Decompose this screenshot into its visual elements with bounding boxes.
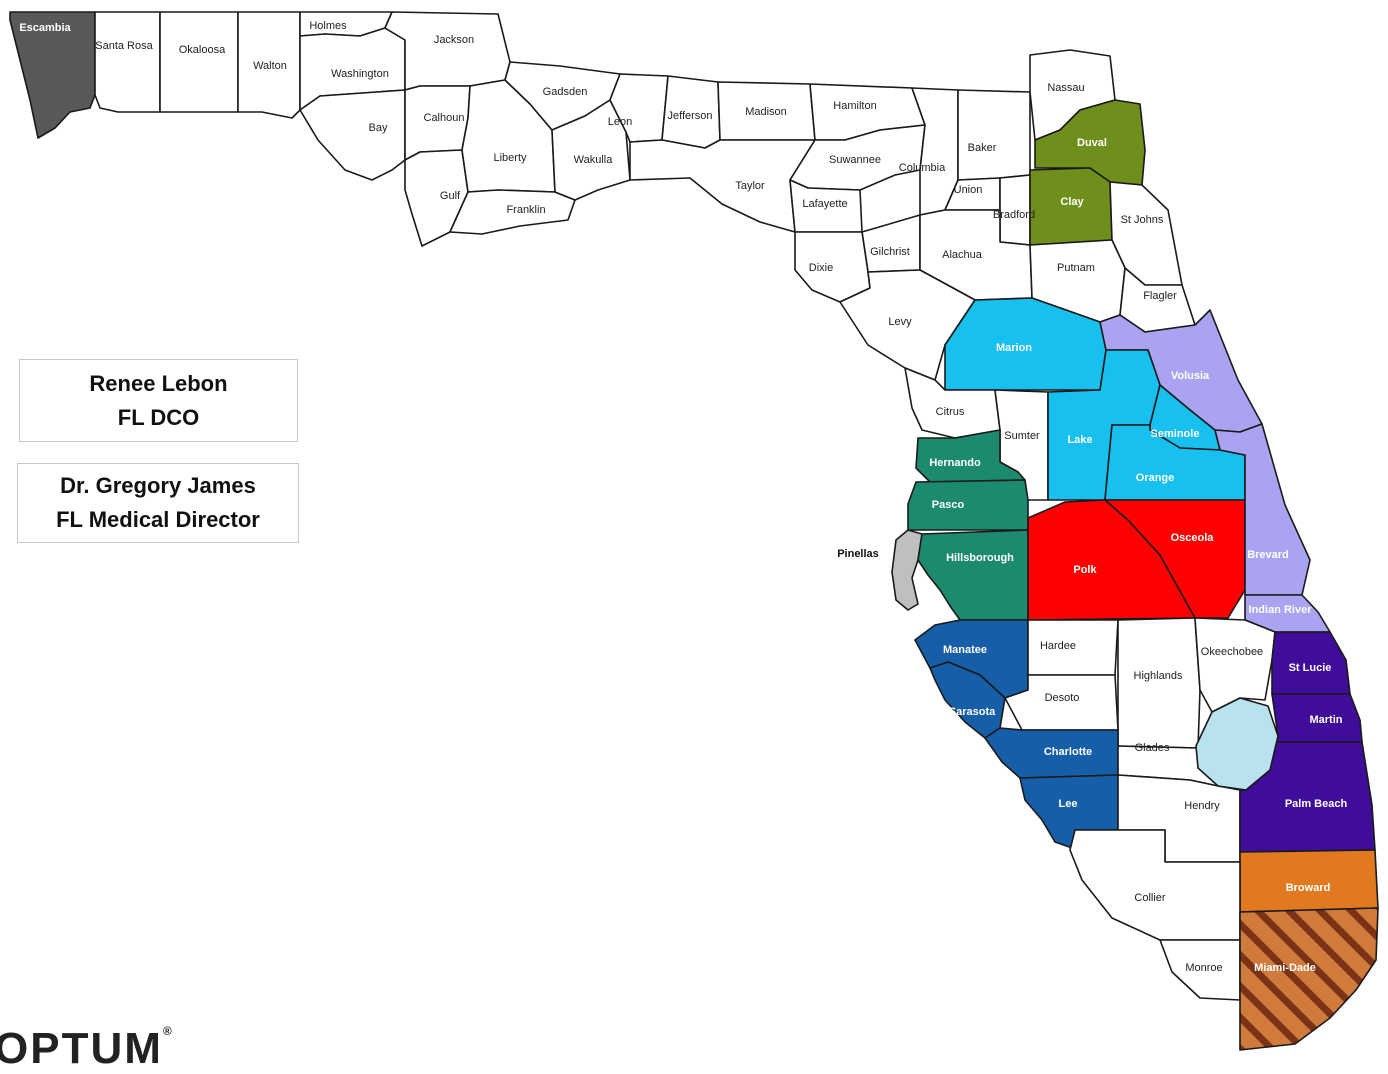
county-label-duval: Duval: [1077, 137, 1107, 149]
county-hernando: [915, 429, 1026, 483]
county-taylor: [629, 139, 816, 233]
dco-name: Renee Lebon: [89, 370, 228, 396]
county-label-franklin: Franklin: [506, 204, 545, 216]
county-bay: [299, 89, 406, 181]
county-okaloosa: [159, 11, 239, 113]
county-label-st-johns: St Johns: [1121, 214, 1164, 226]
county-label-indian-river: Indian River: [1249, 604, 1313, 616]
county-label-gilchrist: Gilchrist: [870, 246, 910, 258]
county-layer: [9, 11, 1379, 1051]
county-label-wakulla: Wakulla: [574, 154, 614, 166]
logo-text: OPTUM: [0, 1024, 163, 1073]
county-label-st-lucie: St Lucie: [1289, 662, 1332, 674]
county-label-dixie: Dixie: [809, 262, 833, 274]
county-franklin: [449, 189, 576, 235]
county-label-putnam: Putnam: [1057, 262, 1095, 274]
county-label-okeechobee: Okeechobee: [1201, 646, 1263, 658]
county-label-santa-rosa: Santa Rosa: [95, 40, 153, 52]
county-label-hillsborough: Hillsborough: [946, 552, 1014, 564]
county-label-alachua: Alachua: [942, 249, 983, 261]
county-highlands: [1117, 617, 1201, 749]
county-label-palm-beach: Palm Beach: [1285, 798, 1348, 810]
county-label-pinellas: Pinellas: [837, 548, 879, 560]
county-label-lafayette: Lafayette: [802, 198, 847, 210]
county-label-sumter: Sumter: [1004, 430, 1040, 442]
medical-director-name: Dr. Gregory James: [60, 473, 256, 498]
county-label-levy: Levy: [888, 316, 912, 328]
county-label-walton: Walton: [253, 60, 287, 72]
county-label-broward: Broward: [1286, 882, 1331, 894]
county-brevard: [1214, 423, 1311, 596]
county-label-washington: Washington: [331, 68, 389, 80]
county-label-bradford: Bradford: [993, 209, 1035, 221]
county-label-pasco: Pasco: [932, 499, 965, 511]
dco-title: FL DCO: [117, 404, 200, 430]
county-label-charlotte: Charlotte: [1044, 746, 1092, 758]
county-baker: [957, 89, 1031, 181]
county-label-hernando: Hernando: [929, 457, 981, 469]
county-label-monroe: Monroe: [1185, 962, 1222, 974]
county-label-gadsden: Gadsden: [543, 86, 588, 98]
county-label-hendry: Hendry: [1184, 800, 1220, 812]
county-label-marion: Marion: [996, 342, 1032, 354]
county-label-brevard: Brevard: [1247, 549, 1289, 561]
county-gilchrist: [861, 214, 921, 273]
county-label-okaloosa: Okaloosa: [179, 44, 226, 56]
county-label-baker: Baker: [968, 142, 997, 154]
county-label-gulf: Gulf: [440, 190, 461, 202]
optum-logo: OPTUM®: [0, 1024, 174, 1074]
county-monroe: [1159, 939, 1241, 1001]
county-label-hardee: Hardee: [1040, 640, 1076, 652]
medical-director-title: FL Medical Director: [56, 507, 260, 532]
county-label-suwannee: Suwannee: [829, 154, 881, 166]
county-label-citrus: Citrus: [936, 406, 965, 418]
county-label-union: Union: [954, 184, 983, 196]
county-label-taylor: Taylor: [735, 180, 765, 192]
county-label-manatee: Manatee: [943, 644, 987, 656]
county-lafayette: [789, 179, 863, 233]
county-label-lake: Lake: [1067, 434, 1092, 446]
logo-registered-mark: ®: [162, 1024, 174, 1038]
county-label-osceola: Osceola: [1171, 532, 1215, 544]
county-label-liberty: Liberty: [493, 152, 527, 164]
county-label-desoto: Desoto: [1045, 692, 1080, 704]
county-label-polk: Polk: [1073, 564, 1097, 576]
county-label-glades: Glades: [1135, 742, 1170, 754]
county-pinellas: [891, 529, 923, 611]
county-label-collier: Collier: [1134, 892, 1166, 904]
county-label-jefferson: Jefferson: [667, 110, 712, 122]
county-label-bay: Bay: [369, 122, 388, 134]
county-label-lee: Lee: [1059, 798, 1078, 810]
county-label-columbia: Columbia: [899, 162, 946, 174]
county-label-miami-dade: Miami-Dade: [1254, 962, 1316, 974]
county-label-orange: Orange: [1136, 472, 1175, 484]
county-label-seminole: Seminole: [1151, 428, 1200, 440]
county-label-nassau: Nassau: [1047, 82, 1084, 94]
county-label-madison: Madison: [745, 106, 787, 118]
county-label-holmes: Holmes: [309, 20, 347, 32]
county-okeechobee: [1194, 617, 1276, 713]
county-label-calhoun: Calhoun: [424, 112, 465, 124]
county-hillsborough: [917, 529, 1029, 621]
county-label-martin: Martin: [1310, 714, 1343, 726]
county-label-clay: Clay: [1060, 196, 1084, 208]
county-label-sarasota: Sarasota: [949, 706, 996, 718]
county-label-volusia: Volusia: [1171, 370, 1210, 382]
county-label-jackson: Jackson: [434, 34, 474, 46]
dco-info-box: Renee Lebon FL DCO: [19, 359, 298, 442]
county-label-highlands: Highlands: [1134, 670, 1183, 682]
medical-director-info-box: Dr. Gregory James FL Medical Director: [17, 463, 299, 543]
county-label-escambia: Escambia: [19, 22, 71, 34]
county-pasco: [907, 479, 1029, 531]
county-miami-dade: [1239, 907, 1379, 1051]
county-label-flagler: Flagler: [1143, 290, 1177, 302]
lake-okeechobee: [1195, 697, 1279, 791]
county-santa-rosa: [94, 11, 161, 113]
county-label-leon: Leon: [608, 116, 632, 128]
county-label-hamilton: Hamilton: [833, 100, 876, 112]
